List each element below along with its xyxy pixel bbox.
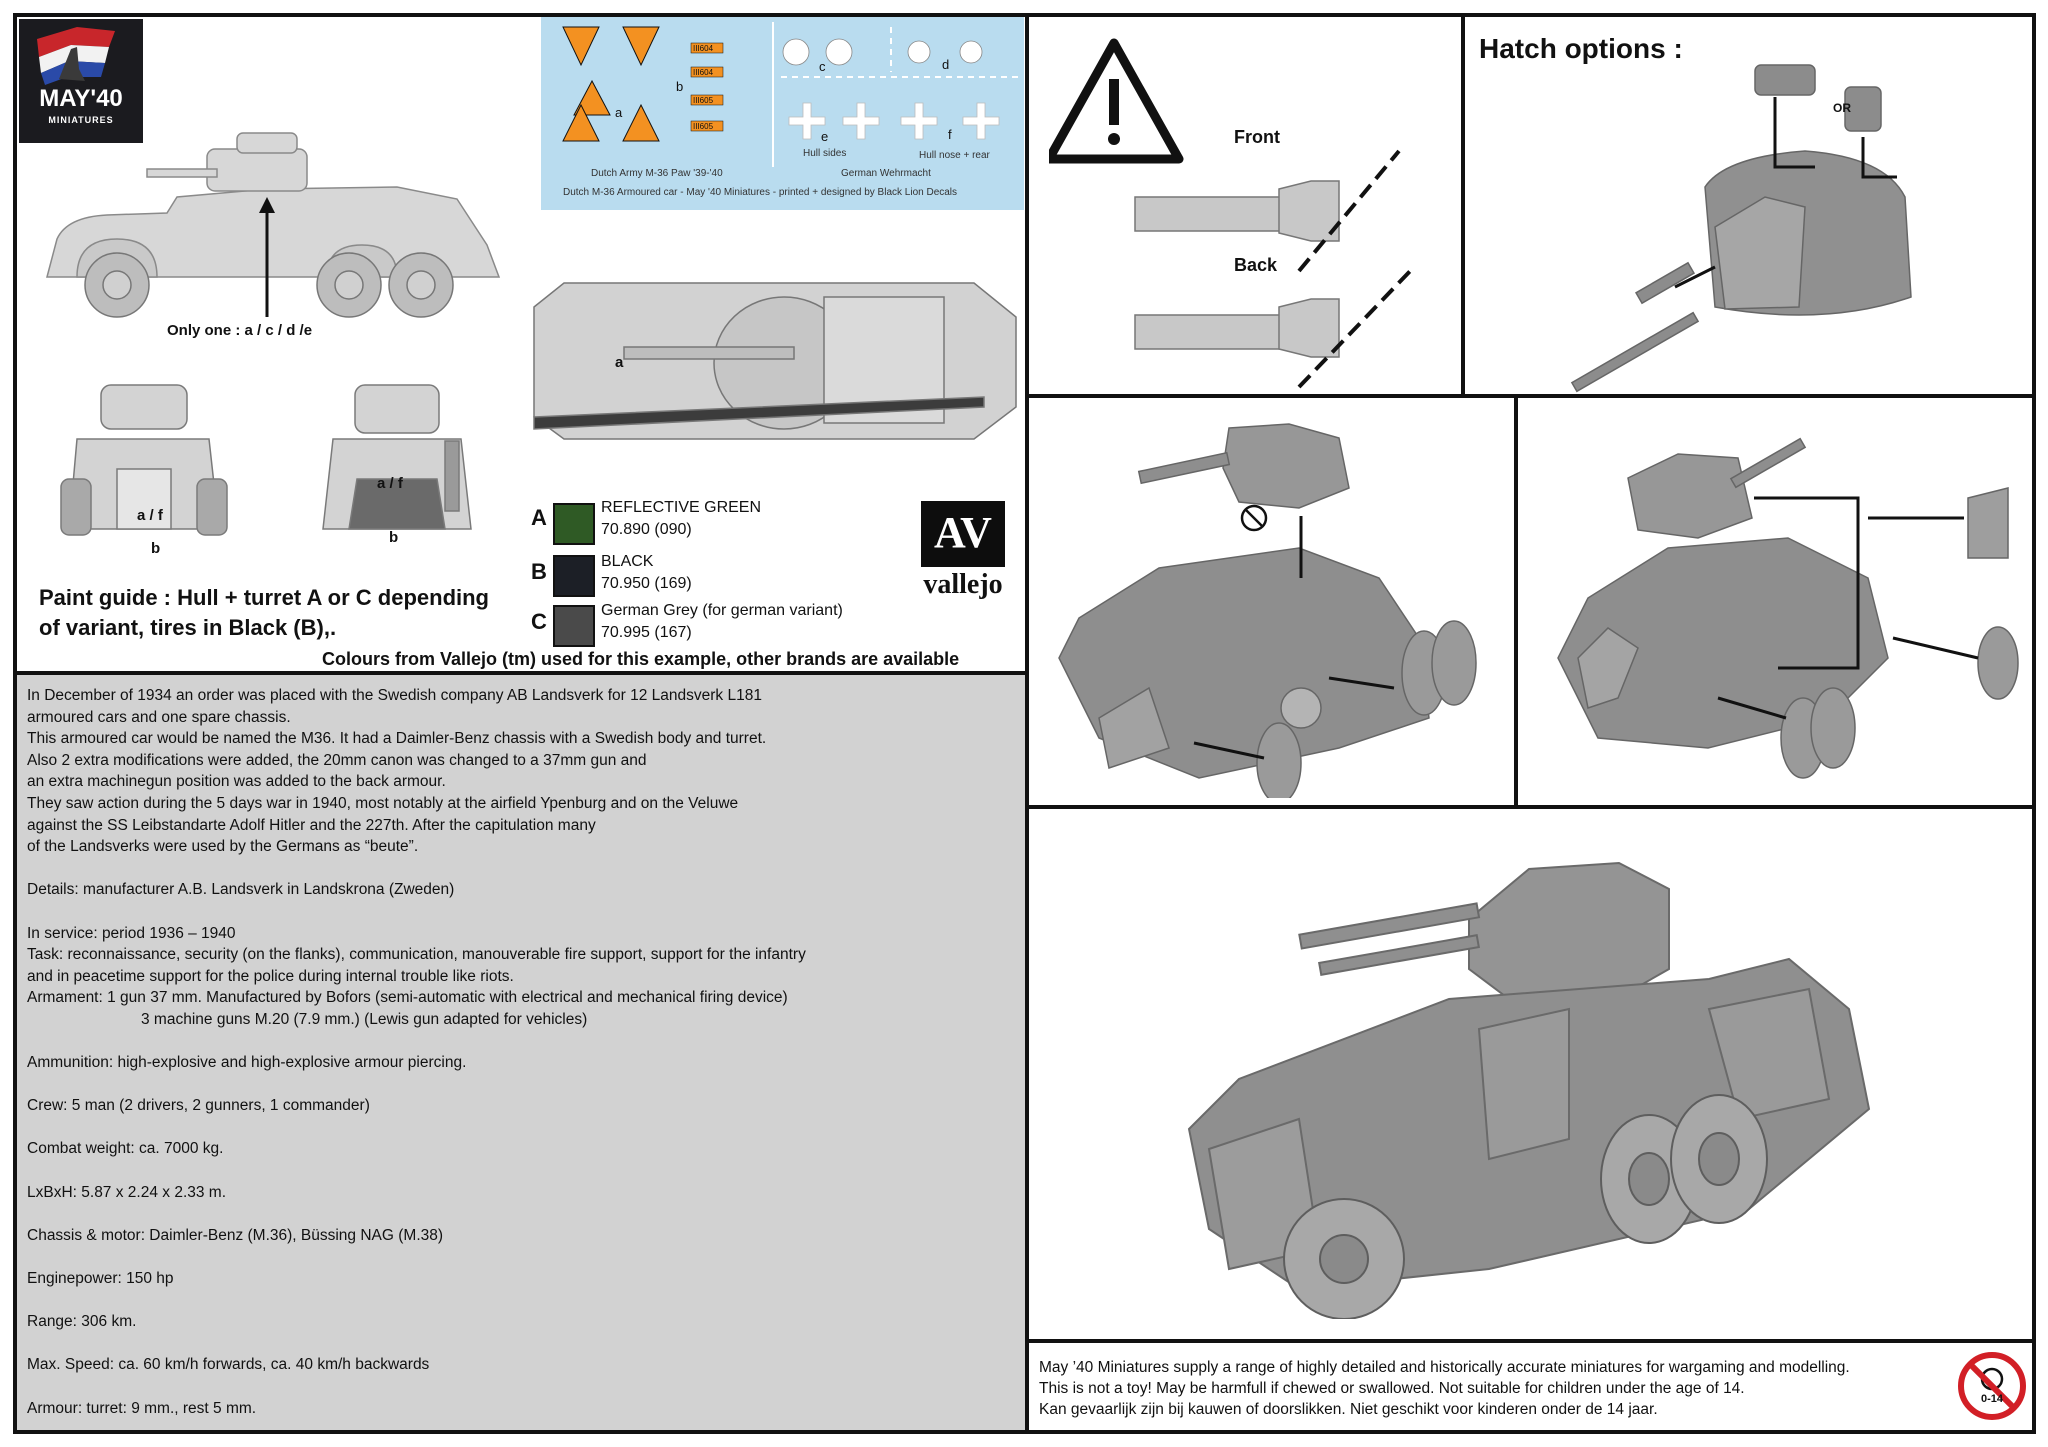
age-warning-badge: 0-14 (1957, 1351, 2027, 1421)
vallejo-logo: AV vallejo (915, 499, 1011, 609)
logo-subtitle: MINIATURES (48, 115, 114, 125)
assembly-right-diagram (1557, 437, 2019, 779)
vallejo-mark: AV (934, 508, 992, 557)
history-line: Also 2 extra modifications were added, t… (27, 751, 647, 769)
assembly-panel-left (1025, 394, 1518, 809)
paint-c-letter: C (531, 609, 547, 634)
side-view-note: Only one : a / c / d /e (167, 322, 313, 339)
spec-speed: Max. Speed: ca. 60 km/h forwards, ca. 40… (27, 1356, 430, 1374)
decal-label-b: b (676, 79, 684, 94)
spec-task: Task: reconnaissance, security (on the f… (27, 946, 806, 964)
top-view-label-a: a (615, 354, 624, 371)
spec-engine: Enginepower: 150 hp (27, 1270, 174, 1288)
paint-c-code: 70.995 (167) (601, 624, 692, 641)
spec-details: Details: manufacturer A.B. Landsverk in … (27, 881, 455, 899)
paint-a-swatch (553, 503, 595, 545)
history-line: against the SS Leibstandarte Adolf Hitle… (27, 816, 596, 834)
paint-a-name: REFLECTIVE GREEN (601, 499, 762, 516)
spec-ammunition: Ammunition: high-explosive and high-expl… (27, 1054, 467, 1072)
gun-orientation-panel: Front Back (1025, 13, 1465, 398)
history-line: This armoured car would be named the M36… (27, 730, 767, 748)
spec-task-cont: and in peacetime support for the police … (27, 967, 514, 985)
spec-weight: Combat weight: ca. 7000 kg. (27, 1140, 224, 1158)
spec-crew: Crew: 5 man (2 drivers, 2 gunners, 1 com… (27, 1097, 370, 1115)
warning-icon (1049, 38, 1184, 164)
hatch-title: Hatch options : (1479, 33, 1683, 64)
spec-range: Range: 306 km. (27, 1313, 137, 1331)
safety-line3: Kan gevaarlijk zijn bij kauwen of doorsl… (1039, 1401, 1658, 1418)
decal-german-caption: German Wehrmacht (841, 168, 931, 179)
decal-hull-sides: Hull sides (803, 148, 847, 159)
finished-model-render (1187, 861, 1871, 1319)
decal-label-f: f (948, 127, 952, 142)
decal-label-d: d (942, 57, 950, 72)
side-view-drawing (46, 132, 501, 318)
decal-dutch-caption: Dutch Army M-36 Paw '39-'40 (591, 168, 723, 179)
decal-label-c: c (819, 59, 826, 74)
paint-a-code: 70.890 (090) (601, 521, 692, 538)
paint-b-letter: B (531, 559, 547, 584)
logo-flag-icon (37, 27, 115, 85)
age-badge-label: 0-14 (1980, 1393, 2004, 1405)
paint-c-name: German Grey (for german variant) (601, 602, 843, 619)
rear-view-drawing (322, 384, 472, 530)
assembly-left-diagram (1058, 423, 1477, 798)
decal-code-3: III605 (693, 96, 714, 105)
history-line: In December of 1934 an order was placed … (27, 687, 762, 704)
hatch-diagram (1570, 64, 1912, 393)
history-panel: In December of 1934 an order was placed … (13, 671, 1029, 1434)
history-line: of the Landsverks were used by the Germa… (27, 838, 419, 856)
rear-view-label-b: b (389, 529, 399, 546)
front-view-label-b: b (151, 540, 161, 557)
top-view-drawing (533, 282, 1017, 440)
paint-guide-line1: Paint guide : Hull + turret A or C depen… (39, 585, 489, 610)
paint-list: A REFLECTIVE GREEN 70.890 (090) B BLACK … (531, 485, 911, 655)
assembly-panel-right (1514, 394, 2036, 809)
spec-chassis: Chassis & motor: Daimler-Benz (M.36), Bü… (27, 1226, 444, 1244)
gun-back-label: Back (1234, 255, 1278, 275)
hatch-or-label: OR (1833, 101, 1851, 115)
spec-in-service: In service: period 1936 – 1940 (27, 924, 236, 942)
vallejo-name: vallejo (923, 569, 1003, 600)
decal-label-a: a (615, 105, 623, 120)
decal-code-2: III604 (693, 68, 714, 77)
hatch-options-panel: Hatch options : OR (1461, 13, 2036, 398)
decal-sheet-caption: Dutch M-36 Armoured car - May '40 Miniat… (563, 187, 958, 198)
colours-note: Colours from Vallejo (tm) used for this … (322, 649, 960, 669)
safety-line2: This is not a toy! May be harmfull if ch… (1039, 1380, 1745, 1397)
spec-dimensions: LxBxH: 5.87 x 2.24 x 2.33 m. (27, 1183, 227, 1201)
front-view-label-af: a / f (137, 507, 163, 524)
rear-view-label-af: a / f (377, 475, 403, 492)
paint-guide-panel: MAY'40 MINIATURES Only one : a / c / d /… (13, 13, 1029, 675)
safety-footer: May ’40 Miniatures supply a range of hig… (1025, 1339, 2036, 1434)
paint-b-code: 70.950 (169) (601, 575, 692, 592)
decal-hull-nose: Hull nose + rear (919, 150, 990, 161)
decal-label-e: e (821, 129, 829, 144)
spec-armament-cont: 3 machine guns M.20 (7.9 mm.) (Lewis gun… (141, 1010, 588, 1028)
paint-b-swatch (553, 555, 595, 597)
decal-graphics (562, 22, 1019, 167)
no-glue-icon (1240, 504, 1268, 532)
paint-a-letter: A (531, 505, 547, 530)
paint-c-swatch (553, 605, 595, 647)
paint-b-name: BLACK (601, 553, 654, 570)
spec-armament: Armament: 1 gun 37 mm. Manufactured by B… (27, 989, 788, 1007)
safety-line1: May ’40 Miniatures supply a range of hig… (1039, 1359, 1850, 1376)
may40-logo: MAY'40 MINIATURES (19, 19, 143, 143)
history-line: They saw action during the 5 days war in… (27, 794, 739, 812)
history-text: In December of 1934 an order was placed … (27, 685, 806, 1419)
spec-armour: Armour: turret: 9 mm., rest 5 mm. (27, 1399, 257, 1417)
gun-front-label: Front (1234, 127, 1280, 147)
final-render-panel (1025, 805, 2036, 1343)
decal-code-1: III604 (693, 44, 714, 53)
paint-guide-line2: of variant, tires in Black (B),. (39, 615, 337, 640)
decal-sheet: a b III604 III604 III605 III605 c d e f … (541, 17, 1024, 210)
no-children-icon (1958, 1352, 2026, 1420)
front-view-drawing (60, 384, 228, 536)
logo-title: MAY'40 (39, 85, 123, 112)
history-line: an extra machinegun position was added t… (27, 773, 446, 791)
gun-diagram (1049, 38, 1416, 389)
history-line: armoured cars and one spare chassis. (27, 708, 291, 726)
decal-code-4: III605 (693, 122, 714, 131)
